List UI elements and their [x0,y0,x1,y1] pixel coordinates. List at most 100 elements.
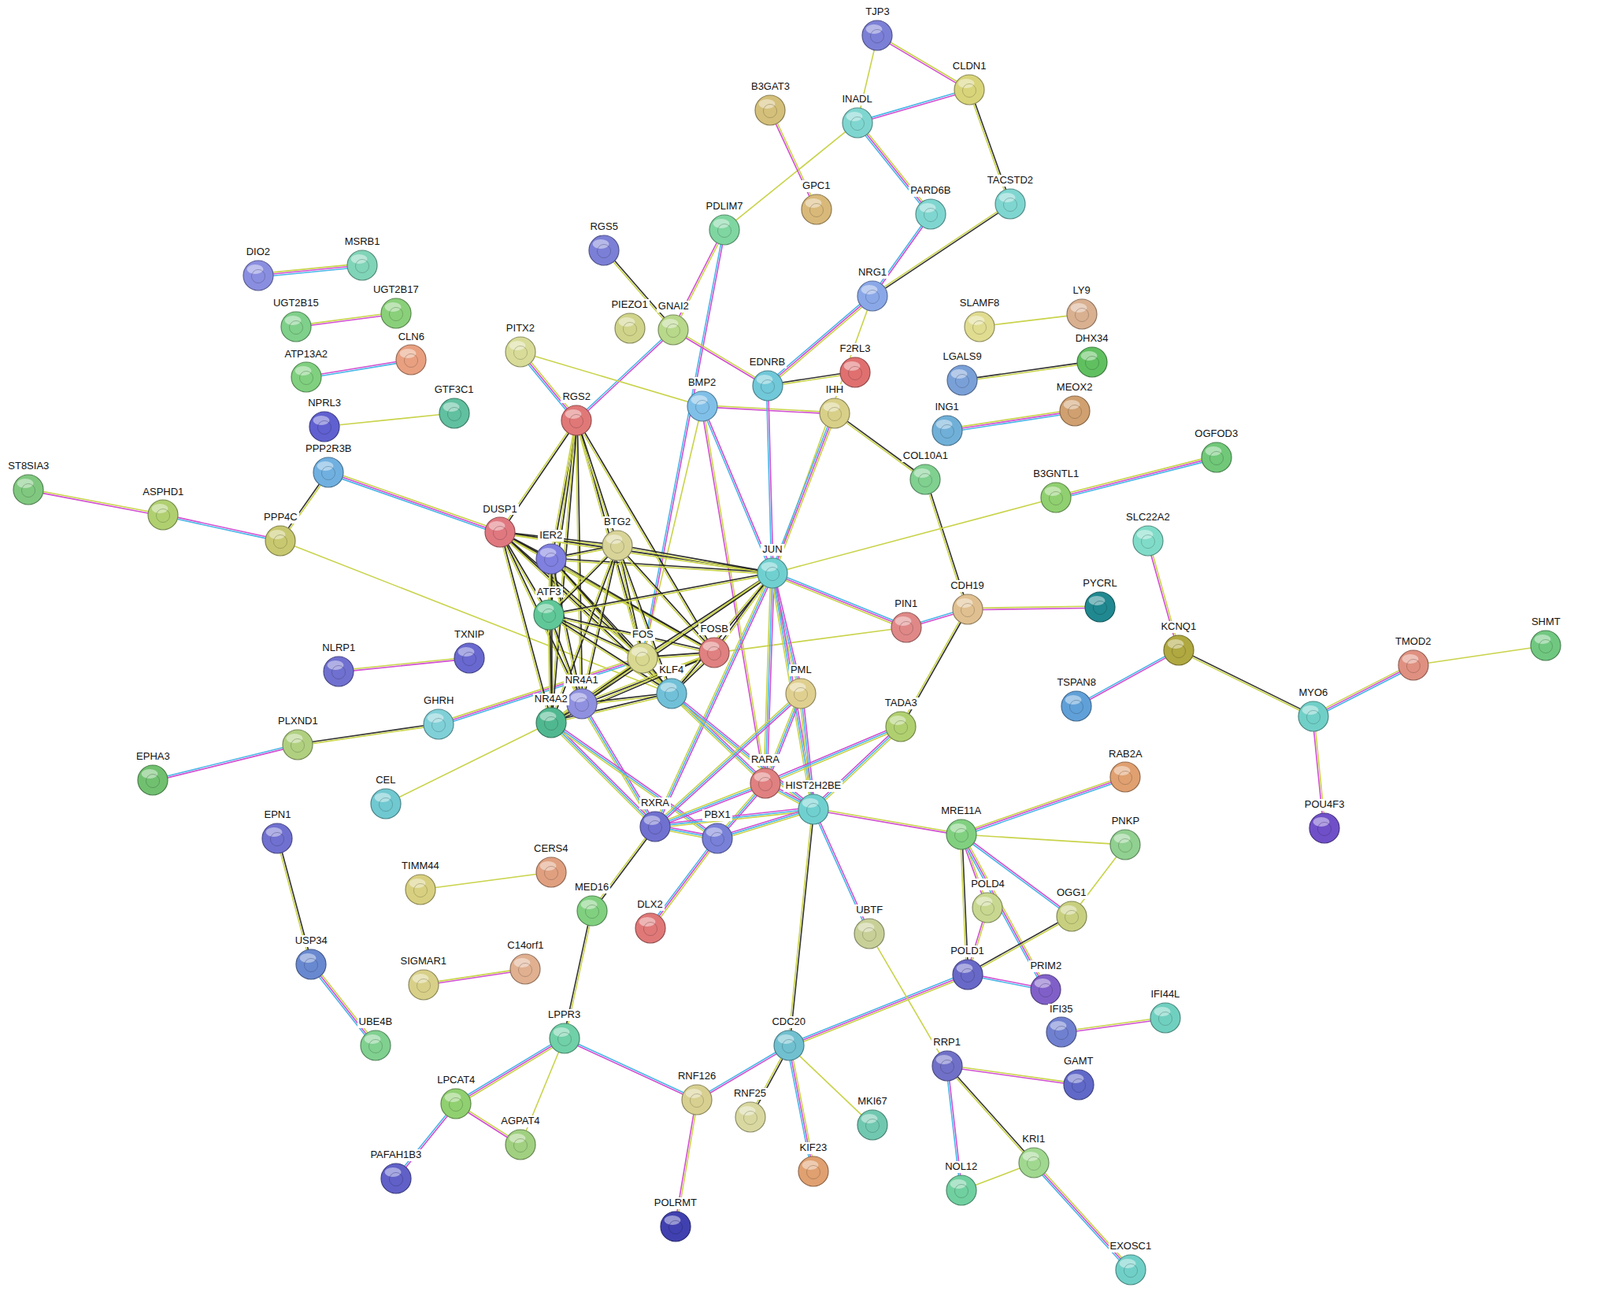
node-label: UGT2B15 [271,297,321,310]
edge-stroke [789,823,812,1031]
edge-stroke [586,339,662,410]
interaction-edge [561,622,660,687]
structure-glyph [432,718,446,733]
structure-glyph [1054,1026,1068,1041]
node-sphere [407,968,441,1002]
sphere-highlight [998,192,1015,203]
protein-node: RNF25 [732,1088,768,1134]
interaction-edge [1325,670,1401,712]
node-sphere [751,369,785,403]
structure-glyph [544,716,558,730]
structure-glyph [1140,534,1155,549]
structure-glyph [570,414,584,428]
edge-stroke [528,364,566,410]
structure-glyph [954,828,968,842]
node-label: TMOD2 [1393,636,1434,649]
protein-node: NR4A2 [533,693,570,740]
sphere-highlight [761,562,778,572]
node-sphere [379,296,413,330]
sphere-body [1133,525,1163,556]
edge-stroke [680,584,763,682]
sphere-highlight [363,1034,381,1045]
sphere-body [1298,701,1329,732]
node-label: CERS4 [532,843,570,856]
edge-stroke [683,703,756,773]
node-sphere [307,410,341,444]
sphere-body [536,707,567,738]
node-label: PLXND1 [276,715,320,728]
edge-stroke [353,659,455,670]
edge-stroke [786,501,1042,570]
sphere-body [910,464,941,495]
protein-node: UGT2B15 [271,297,321,344]
node-label: KRI1 [1020,1133,1047,1146]
edge-stroke [167,749,284,778]
edge-stroke [1075,1019,1151,1030]
node-sphere [1058,394,1092,428]
sphere-highlight [685,1088,703,1099]
edge-stroke [1326,672,1400,711]
protein-node: UGT2B17 [371,284,421,330]
protein-node: BMP2 [685,377,719,423]
node-label: MKI67 [855,1096,889,1108]
interaction-edge [437,970,511,984]
interaction-edge [562,618,700,652]
node-label: RAB2A [1107,748,1145,761]
node-sphere [11,473,45,507]
structure-glyph [1118,838,1133,852]
interaction-edge [657,653,700,659]
structure-glyph [322,466,336,480]
sphere-highlight [804,198,822,208]
edge-stroke [321,363,397,377]
sphere-highlight [958,78,975,89]
sphere-body [656,678,687,709]
sphere-body [857,1110,888,1141]
sphere-body [1077,347,1108,378]
protein-node: POLRMT [652,1197,699,1244]
node-label: RGS5 [588,221,619,234]
protein-node: POU4F3 [1303,799,1347,845]
node-sphere [289,360,323,394]
interaction-edge [877,946,940,1054]
sphere-body [840,357,871,388]
sphere-body [964,311,995,342]
protein-node: OGFOD3 [1192,428,1240,475]
structure-glyph [462,651,477,666]
sphere-body [549,1023,580,1054]
protein-node: PPP2R3B [303,443,354,489]
node-sphere [914,197,948,231]
structure-glyph [449,1098,463,1112]
edge-stroke [566,549,604,557]
sphere-highlight [1080,351,1097,361]
interaction-edge [646,420,699,644]
structure-glyph [760,379,775,393]
sphere-highlight [755,374,773,385]
node-sphere [1017,1146,1051,1180]
sphere-body [313,457,344,488]
edge-stroke [786,578,893,622]
structure-glyph [1118,771,1133,786]
edge-stroke [623,559,668,680]
edge-stroke [1076,1021,1152,1032]
node-label: DUSP1 [481,503,519,516]
edge-stroke [1088,656,1165,699]
sphere-body [602,530,633,561]
edge-stroke [766,400,771,559]
node-sphere [1307,811,1341,845]
protein-node: OGG1 [1055,887,1089,934]
edge-stroke [781,374,841,383]
sphere-body [137,765,168,796]
node-label: FOSB [698,623,730,636]
node-sphere [1083,590,1117,624]
sphere-body [1061,691,1092,722]
interaction-edge [311,314,382,326]
edge-stroke [778,305,862,376]
edge-stroke [1070,460,1203,494]
edge-stroke [585,433,708,641]
node-sphere [503,1128,538,1162]
sphere-highlight [1049,1021,1067,1031]
edge-stroke [827,812,946,834]
sphere-body [1059,396,1090,426]
structure-glyph [743,1111,757,1125]
edge-stroke [955,1077,1023,1153]
